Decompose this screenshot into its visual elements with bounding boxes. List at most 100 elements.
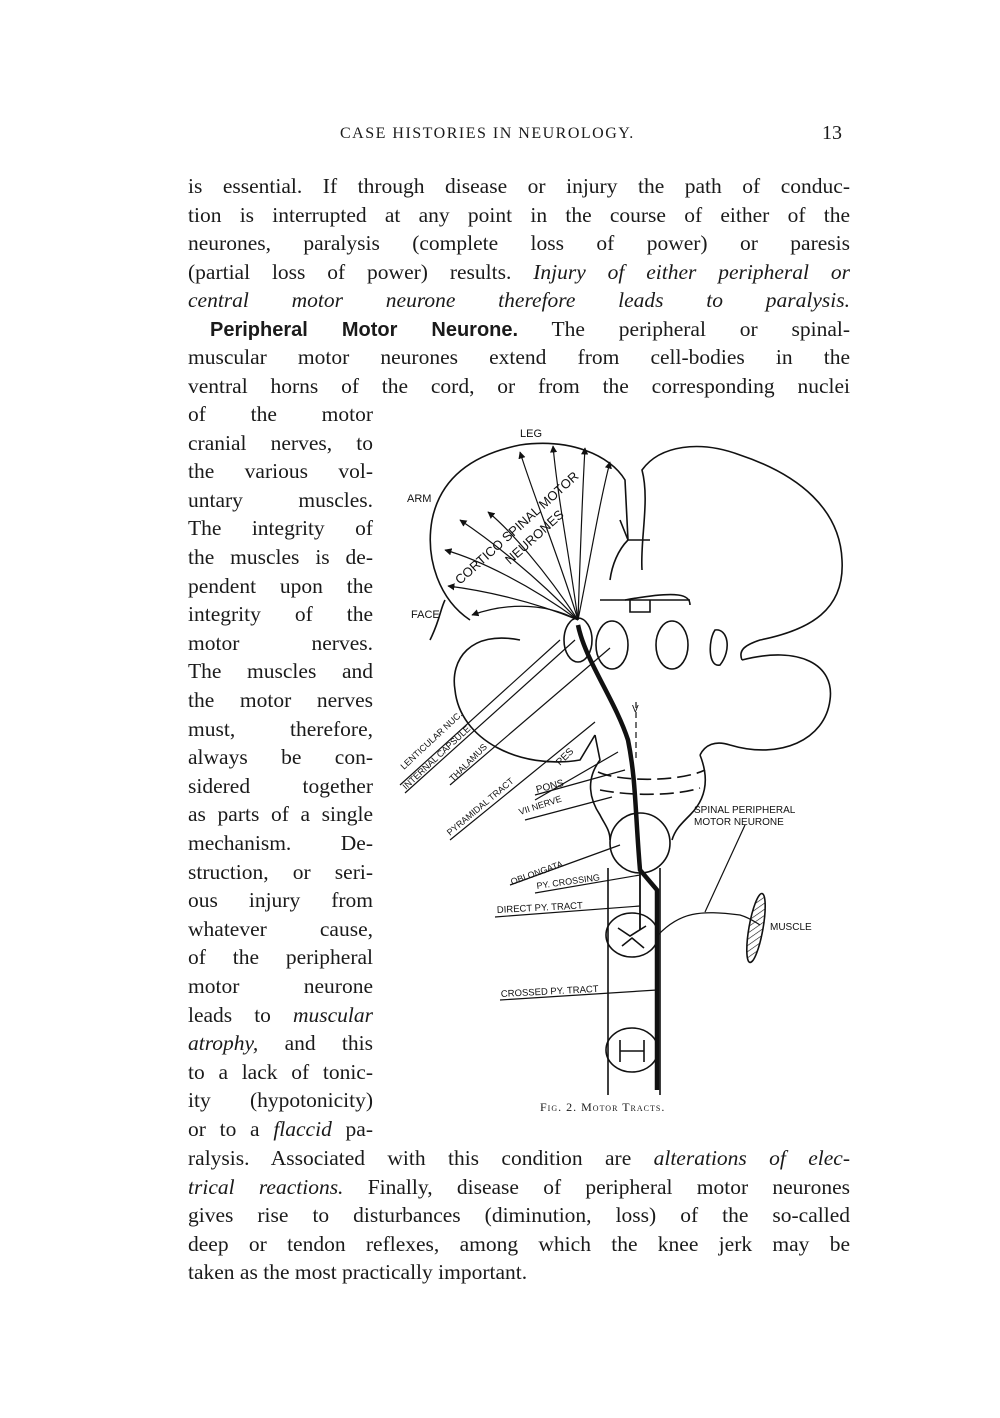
text-run: ralysis. Associated with this condition … (188, 1146, 654, 1170)
text-line: is essential. If through disease or inju… (188, 172, 850, 200)
text-run: leads to (188, 1002, 293, 1027)
label-pyramidal-tract: PYRAMIDAL TRACT (445, 776, 516, 838)
page-number: 13 (822, 122, 842, 144)
right-hemisphere (640, 445, 843, 661)
text-run: gives rise to disturbances (diminution, … (188, 1203, 850, 1227)
text-run: as parts of a single (188, 802, 373, 827)
label-py-crossing: PY. CROSSING (536, 872, 601, 891)
text-run: and this (258, 1031, 373, 1056)
text-run: struction, or seri- (188, 859, 373, 884)
brainstem (589, 734, 706, 841)
text-line: taken as the most practically important. (188, 1258, 850, 1286)
text-run: to a lack of tonic- (188, 1059, 373, 1084)
text-line: The muscles and (188, 657, 373, 685)
label-face: FACE (411, 609, 440, 621)
text-run: neurones, paralysis (complete loss of po… (188, 231, 850, 255)
text-run: The integrity of (188, 516, 373, 541)
italic-text: muscular (292, 1002, 373, 1027)
text-line: neurones, paralysis (complete loss of po… (188, 229, 850, 257)
text-run: pendent upon the (188, 573, 373, 598)
text-run: is essential. If through disease or inju… (188, 174, 850, 198)
text-line: atrophy, and this (188, 1029, 373, 1057)
label-direct-py-tract: DIRECT PY. TRACT (497, 900, 584, 915)
text-run: always be con- (188, 745, 373, 770)
text-line: mechanism. De- (188, 829, 373, 857)
text-run: motor nerves. (188, 630, 373, 655)
text-line: integrity of the (188, 600, 373, 628)
text-run: deep or tendon reflexes, among which the… (188, 1231, 850, 1256)
text-line: or to a flaccid pa- (188, 1115, 373, 1143)
text-line: struction, or seri- (188, 858, 373, 886)
right-temporal-lobe (699, 654, 832, 756)
text-run: the muscles is de- (188, 545, 373, 569)
italic-text: central motor neurone therefore leads to… (188, 288, 850, 312)
label-motor-neurone: MOTOR NEURONE (694, 817, 784, 828)
text-line: always be con- (188, 743, 373, 771)
text-line: muscular motor neurones extend from cell… (188, 343, 850, 371)
muscle-shape (746, 892, 766, 964)
text-line: trical reactions. Finally, disease of pe… (188, 1173, 850, 1201)
text-run: the various vol- (188, 459, 373, 484)
text-line: sidered together (188, 772, 373, 800)
text-run: Finally, disease of peripheral motor neu… (343, 1174, 850, 1199)
text-run: or to a (188, 1117, 274, 1141)
running-title: CASE HISTORIES IN NEUROLOGY. (340, 125, 635, 142)
text-line: ity (hypotonicity) (188, 1086, 373, 1114)
left-temporal-lobe (453, 637, 596, 763)
italic-text: flaccid (273, 1117, 332, 1141)
text-line: of the peripheral (188, 943, 373, 971)
text-run: ity (hypotonicity) (188, 1088, 373, 1113)
leader-lines (399, 639, 761, 1001)
label-arm: ARM (407, 493, 431, 505)
text-run: taken as the most practically important. (188, 1260, 528, 1284)
text-line: pendent upon the (188, 572, 373, 600)
text-line: untary muscles. (188, 486, 373, 514)
text-line: Peripheral Motor Neurone. The peripheral… (188, 315, 850, 343)
text-run: whatever cause, (188, 916, 373, 941)
text-run: ventral horns of the cord, or from the c… (188, 373, 850, 398)
text-run: of the motor (188, 402, 373, 426)
italic-text: Injury of either peripheral or (533, 259, 850, 284)
section-heading: Peripheral Motor Neurone. (210, 318, 519, 341)
text-run: ous injury from (188, 888, 373, 913)
text-line: motor neurone (188, 972, 373, 1000)
italic-text: atrophy, (188, 1031, 259, 1056)
text-line: tion is interrupted at any point in the … (188, 201, 850, 229)
text-line: whatever cause, (188, 915, 373, 943)
text-line: ventral horns of the cord, or from the c… (188, 372, 850, 400)
text-line: of the motor (188, 400, 373, 428)
text-run: The muscles and (188, 659, 373, 684)
text-line: the various vol- (188, 457, 373, 485)
text-run: muscular motor neurones extend from cell… (188, 345, 850, 369)
italic-text: trical reactions. (188, 1174, 344, 1199)
text-run: pa- (331, 1117, 373, 1141)
label-muscle: MUSCLE (770, 922, 812, 933)
text-run: motor neurone (188, 974, 373, 998)
cord-section-lower (605, 1027, 659, 1073)
text-line: central motor neurone therefore leads to… (188, 286, 850, 314)
left-hemisphere (429, 442, 650, 621)
label-pons: PONS (535, 778, 566, 796)
italic-text: alterations of elec- (653, 1146, 850, 1170)
text-run: the motor nerves (188, 688, 373, 712)
text-run: tion is interrupted at any point in the … (188, 202, 850, 227)
cortico-spinal-fibers (444, 445, 612, 621)
text-line: ralysis. Associated with this condition … (188, 1144, 850, 1172)
text-line: The integrity of (188, 514, 373, 542)
text-line: deep or tendon reflexes, among which the… (188, 1230, 850, 1258)
text-line: the motor nerves (188, 686, 373, 714)
text-line: to a lack of tonic- (188, 1058, 373, 1086)
text-line: as parts of a single (188, 800, 373, 828)
text-line: cranial nerves, to (188, 429, 373, 457)
label-spinal-peripheral: SPINAL PERIPHERAL (694, 805, 796, 816)
text-line: motor nerves. (188, 629, 373, 657)
figure-caption: Fig. 2. Motor Tracts. (540, 1100, 666, 1114)
text-line: the muscles is de- (188, 543, 373, 571)
text-run: The peripheral or spinal- (518, 316, 851, 341)
text-run: integrity of the (188, 602, 373, 627)
text-run: of the peripheral (188, 945, 373, 970)
text-run: mechanism. De- (188, 831, 373, 855)
text-run: (partial loss of power) results. (188, 259, 534, 284)
